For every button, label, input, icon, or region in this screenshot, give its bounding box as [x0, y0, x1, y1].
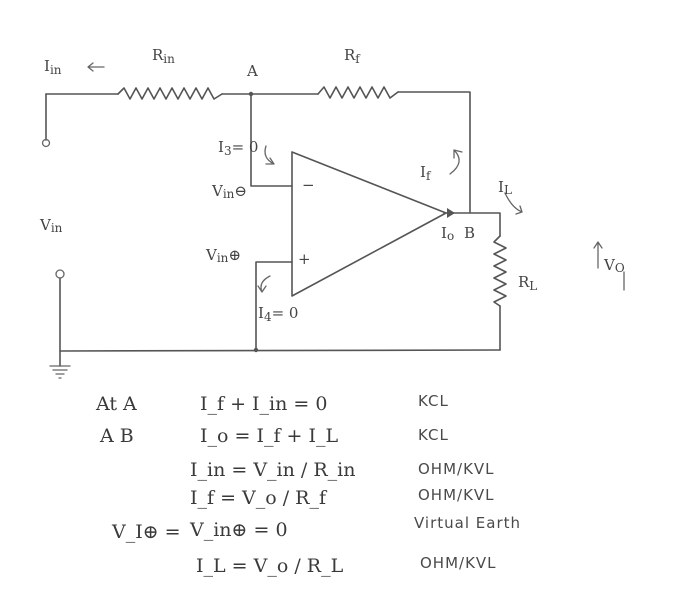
ground-symbol	[49, 365, 71, 379]
equation-list: At A I_f + I_in = 0 KCL A B I_o = I_f + …	[95, 392, 521, 577]
eq-4-body: V_in⊕ = 0	[189, 519, 288, 541]
eq-5-note: OHM/KVL	[420, 554, 497, 572]
label-i-l: IL	[498, 178, 512, 197]
op-amp-plus-sign: +	[298, 250, 311, 268]
eq-5-body: I_L = V_o / R_L	[196, 555, 344, 577]
i3-arrow	[264, 145, 275, 165]
node-a-dot	[248, 91, 254, 97]
label-r-in: Rin	[152, 46, 175, 66]
wire-output	[443, 212, 501, 237]
eq-0-lhs: At A	[95, 393, 137, 415]
vo-arrow	[593, 241, 625, 291]
eq-4-lhs: V_I⊕ =	[111, 521, 181, 543]
i-l-arrow	[504, 192, 523, 215]
op-amp-minus-sign: −	[302, 176, 315, 194]
i-in-arrow	[87, 62, 105, 72]
wire-noninverting	[255, 261, 293, 351]
wire-top-right	[397, 91, 471, 213]
label-i4: I4= 0	[258, 304, 298, 324]
label-i3: I3= 0	[218, 138, 258, 158]
label-i-o: Io	[441, 224, 454, 243]
resistor-rf	[317, 86, 399, 99]
wire-inverting	[250, 93, 293, 187]
eq-1-note: KCL	[418, 426, 449, 444]
eq-2-note: OHM/KVL	[418, 460, 495, 478]
label-node-a: A	[246, 62, 258, 80]
eq-0-note: KCL	[418, 392, 449, 410]
label-v-in-minus: Vin⊖	[211, 182, 247, 201]
eq-3-body: I_f = V_o / R_f	[190, 487, 328, 509]
label-i-in: Iin	[44, 57, 62, 77]
eq-1-body: I_o = I_f + I_L	[200, 425, 338, 447]
label-v-in-source: Vin	[39, 216, 63, 235]
resistor-rin	[117, 87, 223, 100]
circuit-labels: Iin Rin A Rf I3= 0 Vin⊖ Vin⊕ If IL Io B …	[39, 46, 625, 324]
node-ground-dot	[253, 347, 259, 353]
label-v-in-plus: Vin⊕	[205, 246, 241, 265]
eq-4-note: Virtual Earth	[414, 514, 521, 532]
label-r-l: RL	[518, 273, 537, 293]
i4-arrow	[257, 275, 271, 293]
eq-0-body: I_f + I_in = 0	[200, 393, 327, 415]
wire-ground-rail	[59, 349, 501, 352]
vin-terminal	[55, 269, 65, 279]
eq-1-lhs: A B	[99, 425, 134, 447]
input-terminal	[41, 138, 51, 148]
i-f-arrow	[449, 149, 463, 175]
eq-2-body: I_in = V_in / R_in	[190, 459, 355, 481]
op-amp-triangle	[291, 151, 447, 297]
resistor-rl	[493, 235, 507, 307]
label-v-o: VO	[603, 256, 625, 275]
eq-3-note: OHM/KVL	[418, 486, 495, 504]
wires	[41, 91, 501, 367]
label-r-f: Rf	[344, 46, 361, 66]
label-node-b: B	[464, 224, 475, 242]
label-i-f: If	[420, 163, 432, 183]
output-arrowhead	[447, 208, 455, 218]
